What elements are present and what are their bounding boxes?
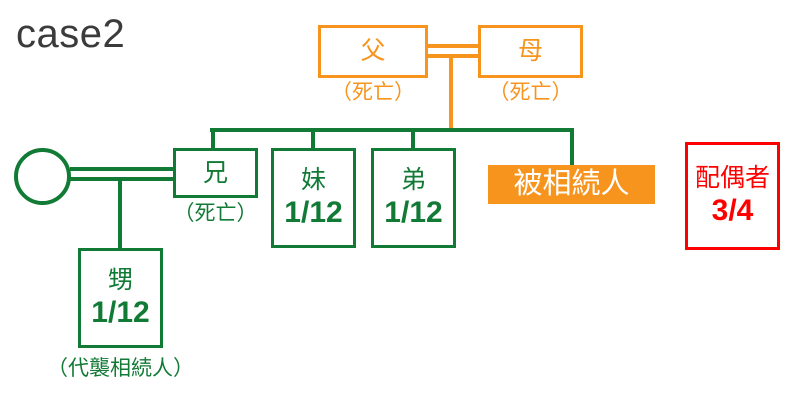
node-elder-brother-label: 兄 <box>202 158 228 187</box>
node-younger-sister[interactable]: 妹 1/12 <box>271 148 356 248</box>
node-mother[interactable]: 母 <box>478 25 583 78</box>
nephew-descent-line <box>118 177 122 248</box>
node-decedent-label: 被相続人 <box>513 168 630 201</box>
node-spouse-share: 3/4 <box>711 194 754 228</box>
node-elder-brother-caption: （死亡） <box>173 202 258 225</box>
node-decedent[interactable]: 被相続人 <box>488 165 655 204</box>
node-nephew-share: 1/12 <box>91 296 150 330</box>
node-nephew[interactable]: 甥 1/12 <box>78 248 163 348</box>
node-nephew-label: 甥 <box>107 266 133 295</box>
node-father-caption: （死亡） <box>331 81 415 104</box>
node-younger-sister-label: 妹 <box>300 166 326 195</box>
brother-marriage-line-upper <box>70 167 174 171</box>
node-father[interactable]: 父 <box>318 25 428 78</box>
parents-marriage-line-lower <box>428 54 478 58</box>
node-nephew-caption: （代襲相続人） <box>47 357 194 380</box>
node-younger-brother-share: 1/12 <box>384 196 443 230</box>
page-title: case2 <box>16 12 126 56</box>
parents-marriage-line-upper <box>428 44 478 48</box>
brother-marriage-line-lower <box>70 177 174 181</box>
node-younger-sister-share: 1/12 <box>284 196 343 230</box>
node-younger-brother-label: 弟 <box>400 166 426 195</box>
sibling-bus-line <box>210 128 574 132</box>
node-elder-brother[interactable]: 兄 <box>173 148 258 198</box>
node-spouse[interactable]: 配偶者 3/4 <box>685 142 780 250</box>
sibling-drop-decedent <box>570 128 574 167</box>
node-younger-brother[interactable]: 弟 1/12 <box>371 148 456 248</box>
sibling-drop-younger-sister <box>311 128 315 150</box>
node-mother-caption: （死亡） <box>488 81 573 104</box>
node-mother-label: 母 <box>517 37 543 66</box>
node-father-label: 父 <box>360 37 386 66</box>
node-spouse-label: 配偶者 <box>694 164 770 193</box>
sibling-drop-younger-brother <box>411 128 415 150</box>
parents-descent-line <box>449 54 453 130</box>
node-brother-spouse-circle[interactable] <box>14 148 71 205</box>
sibling-drop-elder-brother <box>211 128 215 150</box>
